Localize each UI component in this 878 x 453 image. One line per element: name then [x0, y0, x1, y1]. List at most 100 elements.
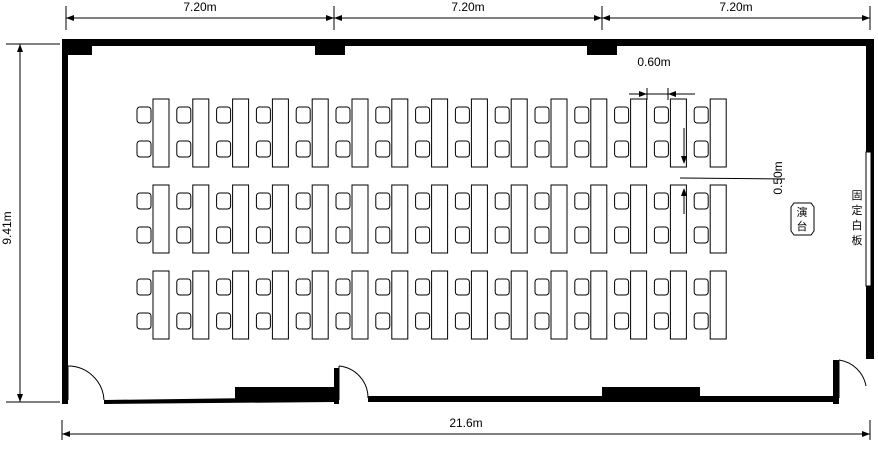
desk [669, 270, 687, 340]
seat-unit [454, 184, 488, 254]
chair [295, 140, 311, 158]
chair [335, 312, 351, 330]
chair [415, 140, 431, 158]
desk [709, 98, 727, 168]
doors [67, 359, 867, 401]
seat-unit [295, 270, 329, 340]
chair [653, 106, 669, 124]
chair [216, 278, 232, 296]
desk [192, 270, 210, 340]
seat-unit [534, 184, 568, 254]
seat-unit [176, 98, 210, 168]
desk [351, 270, 369, 340]
desk [470, 98, 488, 168]
left-dimension: 9.41m [0, 43, 60, 403]
chair [415, 192, 431, 210]
chair [614, 226, 630, 244]
seat-unit [693, 270, 727, 340]
desk [391, 184, 409, 254]
chair [176, 140, 192, 158]
chair [574, 278, 590, 296]
chair [375, 226, 391, 244]
top-dimension-label-2: 7.20m [451, 0, 484, 14]
chair [614, 140, 630, 158]
desk [550, 270, 568, 340]
desk [311, 98, 329, 168]
chair [375, 312, 391, 330]
seat-unit [693, 98, 727, 168]
desk-gap-label: 0.60m [637, 55, 670, 69]
seat-unit [653, 184, 687, 254]
seat-unit [534, 98, 568, 168]
chair [614, 192, 630, 210]
desk [311, 184, 329, 254]
desk [311, 270, 329, 340]
chair [415, 226, 431, 244]
chair [653, 278, 669, 296]
chair [295, 192, 311, 210]
desk [590, 184, 608, 254]
chair [136, 140, 152, 158]
seat-unit [176, 184, 210, 254]
chair [136, 106, 152, 124]
chair [653, 140, 669, 158]
aisle-gap-dimension: 0.50m [679, 128, 786, 214]
chair [574, 312, 590, 330]
desk [152, 270, 170, 340]
chair [136, 278, 152, 296]
chair [375, 106, 391, 124]
desk [669, 98, 687, 168]
desk [351, 184, 369, 254]
walls [62, 39, 874, 404]
seat-unit [574, 270, 608, 340]
chair [534, 312, 550, 330]
desk [709, 184, 727, 254]
chair [693, 192, 709, 210]
seat-unit [375, 184, 409, 254]
chair [494, 312, 510, 330]
chair [534, 140, 550, 158]
seat-unit [335, 184, 369, 254]
chair [454, 278, 470, 296]
podium-label-2: 台 [797, 219, 808, 233]
desk [351, 98, 369, 168]
desk [232, 184, 250, 254]
seat-unit [255, 270, 289, 340]
seat-unit [335, 98, 369, 168]
chair [335, 192, 351, 210]
seat-unit [255, 184, 289, 254]
seat-unit [335, 270, 369, 340]
seat-unit [494, 270, 528, 340]
seat-unit [415, 270, 449, 340]
chair [415, 106, 431, 124]
top-dimension: 7.20m 7.20m 7.20m [65, 0, 871, 30]
desk [271, 184, 289, 254]
chair [534, 192, 550, 210]
desk [510, 98, 528, 168]
seat-unit [454, 98, 488, 168]
desk [271, 98, 289, 168]
door-left [67, 365, 105, 401]
chair [415, 312, 431, 330]
seat-unit [136, 98, 170, 168]
chair [494, 226, 510, 244]
chair [614, 312, 630, 330]
seat-unit [176, 270, 210, 340]
chair [534, 226, 550, 244]
chair [216, 140, 232, 158]
seat-unit [494, 184, 528, 254]
desk [630, 270, 648, 340]
seat-unit [614, 184, 648, 254]
seat-unit [614, 98, 648, 168]
desk [431, 98, 449, 168]
desk [709, 270, 727, 340]
desk [232, 270, 250, 340]
chair [534, 106, 550, 124]
desk [550, 184, 568, 254]
desk [391, 98, 409, 168]
chair [693, 278, 709, 296]
chair [494, 192, 510, 210]
seat-unit [216, 270, 250, 340]
seat-unit [136, 184, 170, 254]
desk [431, 270, 449, 340]
